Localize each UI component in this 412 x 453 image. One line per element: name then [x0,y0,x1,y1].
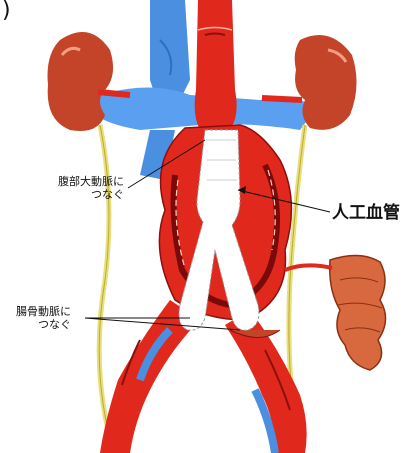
graft-label: 人工血管 [332,204,400,224]
iliac-arteries [100,300,307,453]
intestine [285,255,386,370]
aorta-upper [195,0,237,130]
iliac-label-line1: 腸骨動脈に [16,306,71,319]
iliac-connection-label: 腸骨動脈に つなぐ [16,306,71,331]
corner-paren: ) [2,0,11,23]
aorta-connection-label: 腹部大動脈に つなぐ [58,176,124,201]
iliac-label-line2: つなぐ [16,319,71,332]
aorta-label-line1: 腹部大動脈に [58,176,124,189]
aorta-label-line2: つなぐ [58,189,124,202]
